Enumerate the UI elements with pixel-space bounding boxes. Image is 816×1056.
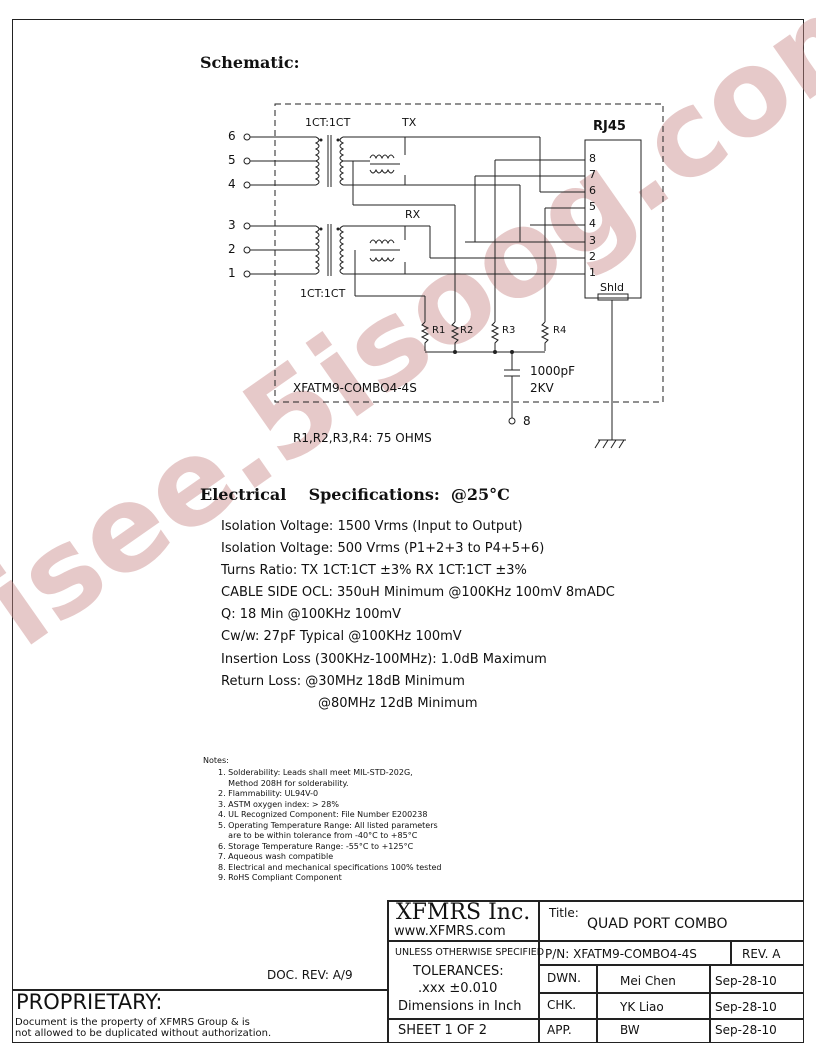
company-website: www.XFMRS.com: [394, 924, 506, 939]
drawing-title: QUAD PORT COMBO: [587, 916, 728, 932]
specifications-word: Specifications:: [308, 485, 440, 504]
electrical-heading: Electrical Specifications: @25°C: [200, 485, 510, 504]
rx-label: RX: [405, 208, 421, 221]
note-line: 5. Operating Temperature Range: All list…: [218, 820, 438, 830]
rj45-pin-6: 6: [589, 184, 596, 197]
shield-label: Shld: [600, 281, 624, 294]
doc-rev: DOC. REV: A/9: [267, 968, 353, 982]
note-line: 9. RoHS Compliant Component: [218, 873, 342, 882]
spec-line-2: Isolation Voltage: 500 Vrms (P1+2+3 to P…: [221, 541, 545, 556]
sheet-number: SHEET 1 OF 2: [398, 1023, 488, 1038]
pin-5-label: 5: [228, 153, 236, 167]
rj45-pin-1: 1: [589, 266, 596, 279]
rj45-pin-7: 7: [589, 168, 596, 181]
electrical-word: Electrical: [200, 485, 287, 504]
proprietary-title: PROPRIETARY:: [16, 990, 163, 1014]
transformer-bottom-ratio: 1CT:1CT: [300, 287, 346, 300]
checked-label: CHK.: [547, 998, 577, 1012]
approved-name: BW: [620, 1023, 640, 1037]
tolerances-label: TOLERANCES:: [413, 964, 504, 979]
pin-1-label: 1: [228, 266, 236, 280]
note-line: 4. UL Recognized Component: File Number …: [218, 810, 428, 819]
note-line: 7. Aqueous wash compatible: [218, 852, 334, 861]
spec-line-9: @80MHz 12dB Minimum: [318, 696, 478, 711]
rj45-pin-4: 4: [589, 217, 596, 230]
spec-line-7: Insertion Loss (300KHz-100MHz): 1.0dB Ma…: [221, 652, 547, 667]
dimensions-unit: Dimensions in Inch: [398, 999, 522, 1014]
proprietary-line-1: Document is the property of XFMRS Group …: [15, 1017, 250, 1028]
transformer-top-ratio: 1CT:1CT: [305, 116, 351, 129]
drawn-date: Sep-28-10: [715, 974, 777, 988]
resistor-note: R1,R2,R3,R4: 75 OHMS: [293, 431, 432, 445]
note-line: 2. Flammability: UL94V-0: [218, 789, 319, 798]
company-name: XFMRS Inc.: [396, 900, 531, 925]
spec-line-6: Cw/w: 27pF Typical @100KHz 100mV: [221, 629, 462, 644]
revision: REV. A: [742, 947, 781, 961]
pin-2-label: 2: [228, 242, 236, 256]
rj45-pin-3: 3: [589, 234, 596, 247]
approved-date: Sep-28-10: [715, 1023, 777, 1037]
schematic-diagram: [243, 103, 664, 449]
spec-line-1: Isolation Voltage: 1500 Vrms (Input to O…: [221, 519, 523, 534]
schematic-heading: Schematic:: [200, 53, 300, 72]
note-line: 3. ASTM oxygen index: > 28%: [218, 799, 339, 809]
part-number-label: XFATM9-COMBO4-4S: [293, 381, 417, 395]
note-line: Method 208H for solderability.: [218, 778, 349, 788]
proprietary-line-2: not allowed to be duplicated without aut…: [15, 1028, 272, 1039]
rj45-pin-5: 5: [589, 200, 596, 213]
notes-title: Notes:: [203, 756, 229, 765]
capacitor-voltage: 2KV: [530, 381, 554, 395]
tx-label: TX: [402, 116, 417, 129]
resistor-r3: R3: [502, 325, 516, 336]
approved-label: APP.: [547, 1023, 572, 1037]
note-line: are to be within tolerance from -40°C to…: [218, 831, 418, 840]
tolerance-value: .xxx ±0.010: [418, 981, 498, 996]
note-line: 8. Electrical and mechanical specificati…: [218, 862, 442, 872]
unless-specified: UNLESS OTHERWISE SPECIFIED: [395, 947, 545, 958]
temperature: @25°C: [450, 485, 510, 504]
rj45-label: RJ45: [593, 119, 626, 134]
spec-line-5: Q: 18 Min @100KHz 100mV: [221, 607, 402, 622]
cap-pin-label: 8: [523, 414, 531, 428]
spec-line-3: Turns Ratio: TX 1CT:1CT ±3% RX 1CT:1CT ±…: [221, 563, 527, 578]
capacitor-value: 1000pF: [530, 364, 576, 378]
pin-6-label: 6: [228, 129, 236, 143]
notes-list: 1. Solderability: Leads shall meet MIL-S…: [218, 768, 441, 884]
drawing-frame: [12, 19, 804, 1043]
title-label: Title:: [549, 906, 579, 920]
rj45-pin-2: 2: [589, 250, 596, 263]
drawn-label: DWN.: [547, 971, 581, 985]
resistor-r1: R1: [432, 325, 446, 336]
note-line: 6. Storage Temperature Range: -55°C to +…: [218, 841, 414, 851]
spec-line-8: Return Loss: @30MHz 18dB Minimum: [221, 674, 465, 689]
pin-4-label: 4: [228, 177, 236, 191]
checked-date: Sep-28-10: [715, 1000, 777, 1014]
note-line: 1. Solderability: Leads shall meet MIL-S…: [218, 768, 413, 777]
spec-line-4: CABLE SIDE OCL: 350uH Minimum @100KHz 10…: [221, 585, 615, 600]
proprietary-divider: [12, 989, 387, 991]
drawn-name: Mei Chen: [620, 974, 676, 988]
resistor-r4: R4: [553, 325, 567, 336]
part-number: P/N: XFATM9-COMBO4-4S: [545, 947, 697, 961]
pin-3-label: 3: [228, 218, 236, 232]
checked-name: YK Liao: [620, 1000, 664, 1014]
resistor-r2: R2: [460, 325, 474, 336]
rj45-pin-8: 8: [589, 152, 596, 165]
